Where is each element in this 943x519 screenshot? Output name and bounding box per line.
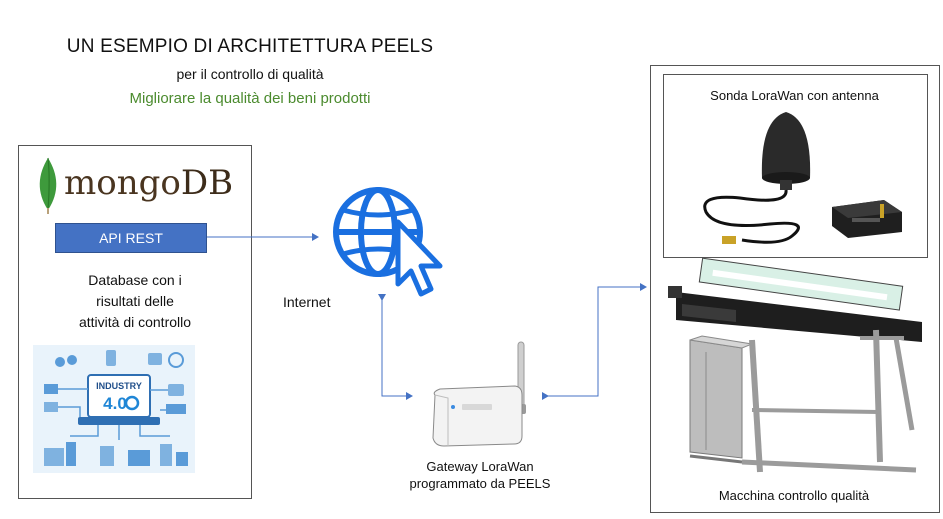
probe-label: Sonda LoraWan con antenna [710,88,879,103]
mongodb-logo: mongoDB [64,163,233,203]
lorawan-probe-icon [703,112,902,244]
mongodb-leaf-icon [39,157,57,214]
mongodb-logo-text-a: mongo [64,163,181,203]
internet-label: Internet [283,294,331,310]
cursor-icon [395,219,443,297]
industry-illustration-icon: INDUSTRY 4.0 [33,345,195,473]
machine-label: Macchina controllo qualità [718,488,870,503]
internet-gateway-connector [378,294,413,400]
industry-illustration-text-b: 4.0 [103,394,127,413]
gateway-device-icon [432,341,526,447]
database-description: Database con i risultati delle attività … [78,272,192,330]
gateway-label: Gateway LoraWan programmato da PEELS [409,459,551,491]
diagram-subtitle: per il controllo di qualità [176,66,324,82]
diagram-tagline: Migliorare la qualità dei beni prodotti [129,90,371,107]
diagram-title: UN ESEMPIO DI ARCHITETTURA PEELS [66,36,434,57]
industry-illustration-text-a: INDUSTRY [96,381,142,391]
api-rest-button[interactable]: API REST [55,223,207,253]
mongodb-logo-text-b: DB [180,163,234,203]
internet-globe-icon [333,187,443,297]
gateway-machine-connector [542,283,647,400]
quality-control-machine-icon [668,257,922,473]
